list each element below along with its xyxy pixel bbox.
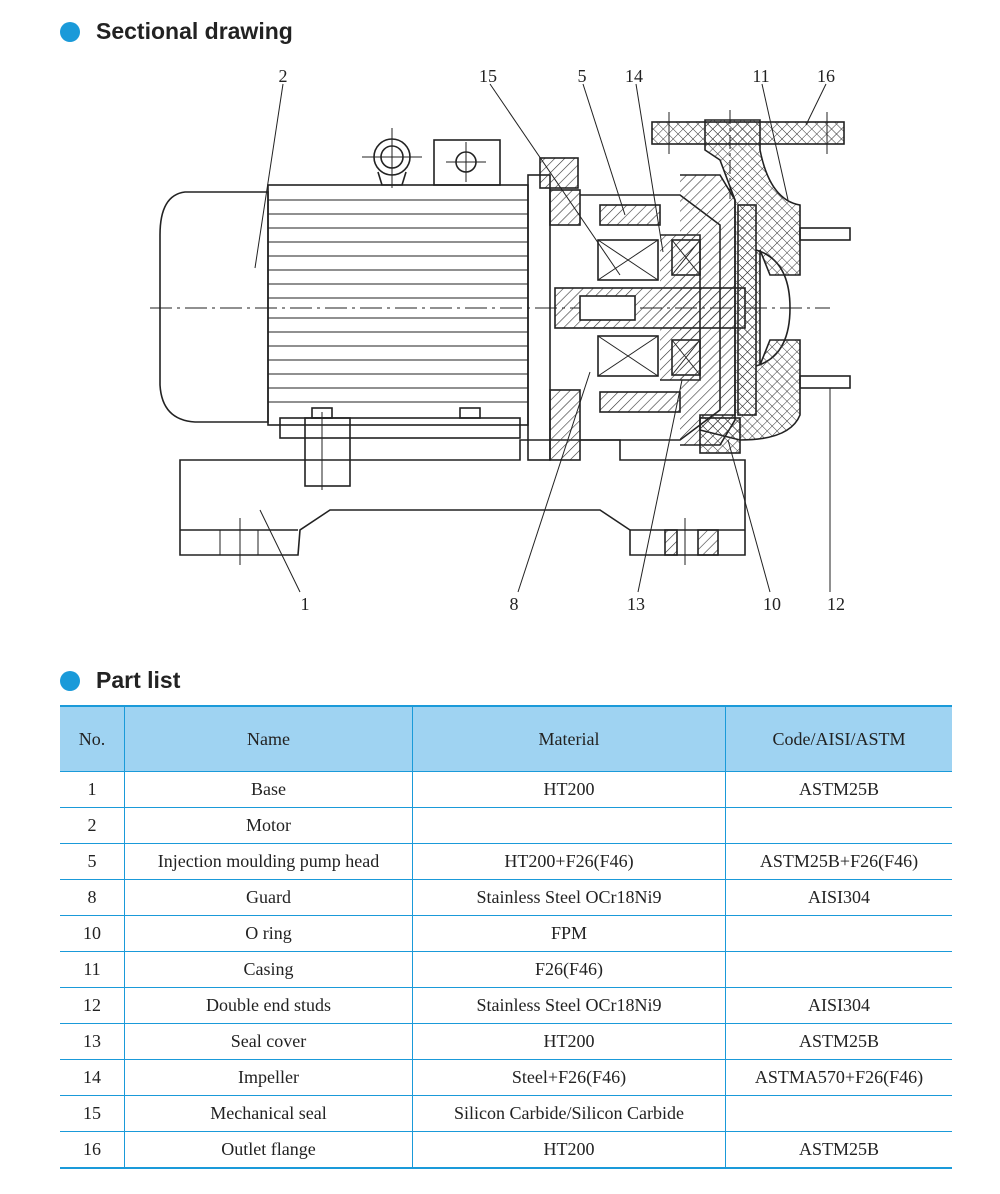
cell-name: Seal cover [124,1023,413,1060]
callout-label: 10 [763,594,781,614]
cell-name: Double end studs [124,987,413,1024]
bullet-dot-icon [60,670,80,691]
cell-no: 14 [60,1059,125,1096]
cell-name: Base [124,771,413,808]
cell-name: Outlet flange [124,1131,413,1169]
cell-code [725,951,952,988]
section-title: Sectional drawing [96,18,293,44]
callout-label: 1 [301,594,310,614]
cell-material: Stainless Steel OCr18Ni9 [412,987,726,1024]
callout-label: 5 [578,66,587,86]
callout-label: 13 [627,594,645,614]
cell-name: Motor [124,807,413,844]
cell-code: ASTM25B [725,1131,952,1169]
cell-material: Stainless Steel OCr18Ni9 [412,879,726,916]
callout-label: 8 [510,594,519,614]
table-header-row: No. Name Material Code/AISI/ASTM [60,705,952,772]
section-title: Part list [96,667,181,693]
cell-no: 5 [60,843,125,880]
cell-material: HT200+F26(F46) [412,843,726,880]
part-list-heading: Part list [60,667,180,694]
cell-material: HT200 [412,1131,726,1169]
cell-code: ASTM25B+F26(F46) [725,843,952,880]
cell-material: HT200 [412,771,726,808]
cell-no: 12 [60,987,125,1024]
pump-sectional-drawing: 2 15 5 14 11 16 1 8 13 10 12 [150,66,851,614]
cell-code [725,1095,952,1132]
cell-material: FPM [412,915,726,952]
cell-code: AISI304 [725,987,952,1024]
cell-name: Guard [124,879,413,916]
cell-name: Impeller [124,1059,413,1096]
cell-code: ASTM25B [725,771,952,808]
column-header-name: Name [124,705,413,772]
cell-no: 8 [60,879,125,916]
callout-label: 2 [279,66,288,86]
cell-name: Mechanical seal [124,1095,413,1132]
callout-label: 16 [817,66,835,86]
sectional-drawing-heading: Sectional drawing [60,18,293,45]
callout-label: 14 [625,66,643,86]
cell-no: 10 [60,915,125,952]
cell-code [725,807,952,844]
cell-material: HT200 [412,1023,726,1060]
cell-no: 15 [60,1095,125,1132]
cell-name: Casing [124,951,413,988]
cell-name: Injection moulding pump head [124,843,413,880]
cell-no: 1 [60,771,125,808]
column-header-no: No. [60,705,125,772]
column-header-material: Material [412,705,726,772]
cell-code: ASTMA570+F26(F46) [725,1059,952,1096]
cell-material [412,807,726,844]
cell-no: 13 [60,1023,125,1060]
cell-material: F26(F46) [412,951,726,988]
callout-labels: 2 15 5 14 11 16 1 8 13 10 12 [279,66,846,614]
column-header-code: Code/AISI/ASTM [725,705,952,772]
cell-code: ASTM25B [725,1023,952,1060]
cell-name: O ring [124,915,413,952]
cell-no: 16 [60,1131,125,1169]
cell-material: Silicon Carbide/Silicon Carbide [412,1095,726,1132]
cell-code: AISI304 [725,879,952,916]
cell-code [725,915,952,952]
callout-label: 11 [752,66,769,86]
cell-no: 11 [60,951,125,988]
bullet-dot-icon [60,21,80,42]
cell-no: 2 [60,807,125,844]
callout-label: 12 [827,594,845,614]
cell-material: Steel+F26(F46) [412,1059,726,1096]
callout-label: 15 [479,66,497,86]
